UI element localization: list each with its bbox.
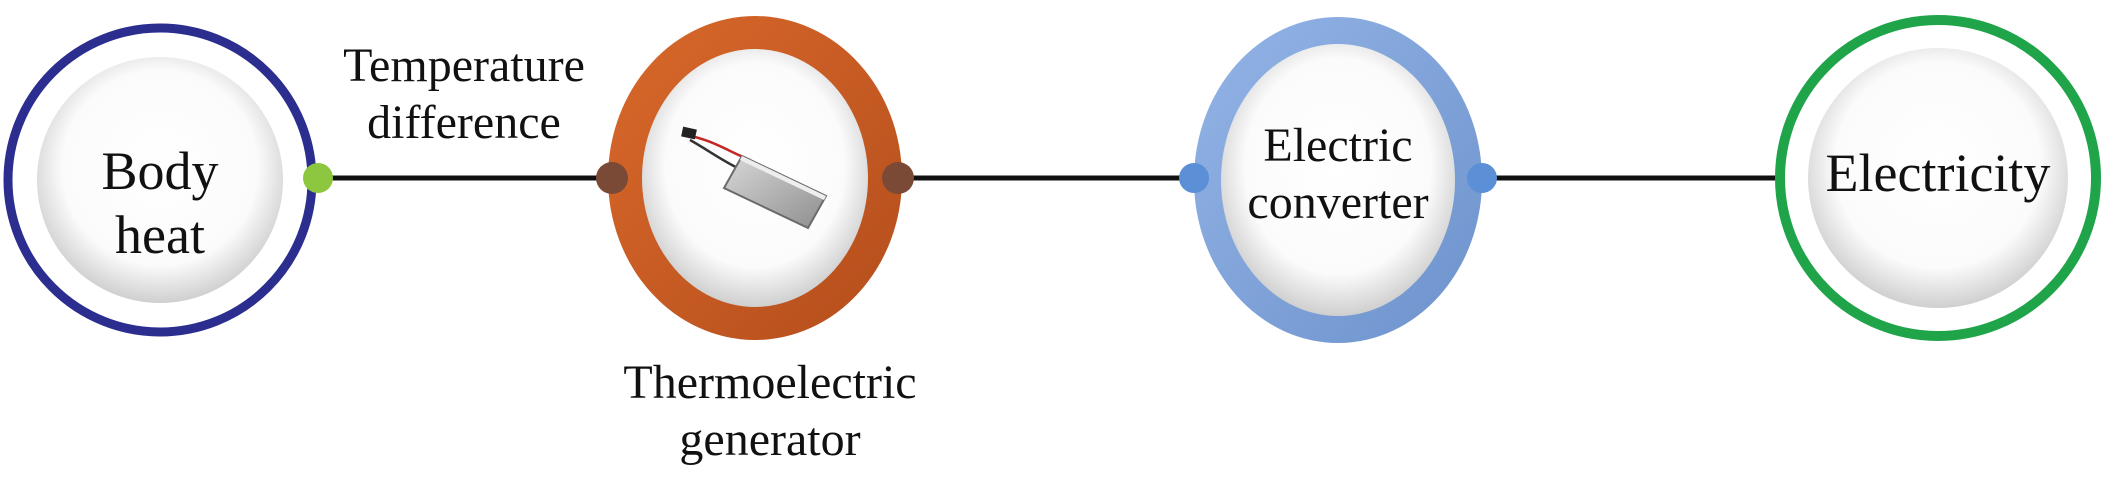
node-thermoelectric-generator: [608, 16, 902, 340]
electricity-inner: [1808, 48, 2068, 308]
body-heat-output-dot: [303, 163, 333, 193]
electric-converter-label: Electric converter: [1247, 119, 1429, 229]
thermoelectric-generator-label: Thermoelectric generator: [623, 356, 917, 466]
temperature-difference-label: Temperature difference: [343, 39, 585, 149]
thermoelectric-module-icon: [681, 126, 828, 230]
teg-output-dot: [882, 162, 914, 194]
electricity-label: Electricity: [1825, 143, 2051, 203]
converter-output-dot: [1467, 163, 1497, 193]
converter-input-dot: [1179, 163, 1209, 193]
connector-dots: [303, 162, 1497, 194]
node-electricity: [1775, 15, 2101, 341]
body-heat-label: Body heat: [101, 141, 219, 265]
body-heat-inner: [37, 57, 283, 303]
node-electric-converter: [1194, 17, 1482, 343]
converter-inner: [1221, 44, 1455, 316]
teg-input-dot: [596, 162, 628, 194]
